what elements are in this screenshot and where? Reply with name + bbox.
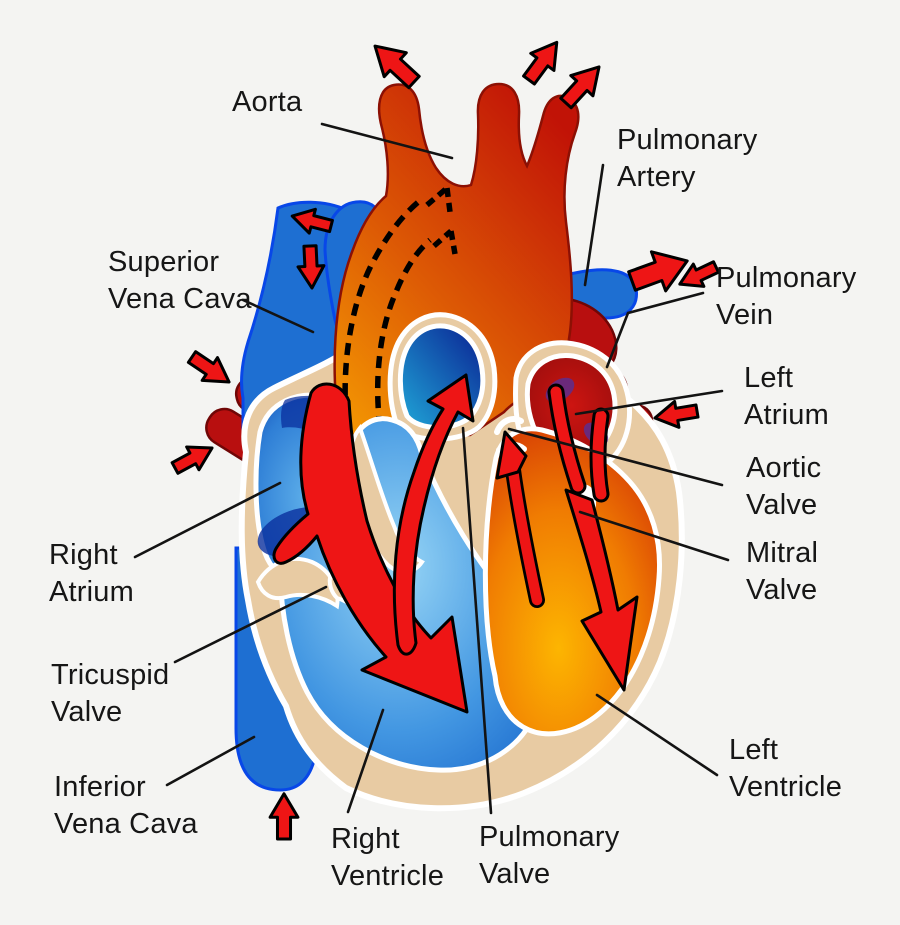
leader-right-atrium — [133, 481, 282, 559]
flow-arrow-lv-to-aorta-head — [495, 430, 528, 480]
leader-pulmonary-vein — [605, 291, 705, 369]
arrow-pv-in-left-lower — [167, 435, 220, 481]
label-aorta: Aorta — [232, 86, 303, 118]
aorta-flow-dashed-arrows — [342, 185, 458, 429]
leader-pulmonary-artery — [583, 163, 605, 287]
leader-superior-vena-cava — [241, 298, 315, 334]
blood-flow-arrows — [272, 373, 639, 714]
flow-arrow-ra-to-rv — [272, 382, 469, 714]
leader-inferior-vena-cava — [165, 735, 256, 787]
arrow-ivc-in-up — [268, 792, 300, 841]
flow-arrow-la-prong-2r — [592, 410, 607, 500]
leader-left-ventricle — [595, 693, 719, 777]
leader-aortic-valve — [507, 427, 724, 487]
leader-tricuspid-valve — [173, 585, 328, 664]
leader-mitral-valve — [578, 510, 730, 562]
leader-right-ventricle — [346, 708, 385, 814]
arrow-pv-in-left-upper — [183, 344, 239, 395]
flow-arrow-lv-to-aorta-shaft-r — [507, 464, 543, 606]
flow-arrow-la-prong-1r — [550, 386, 584, 492]
leader-aorta — [320, 122, 454, 160]
arrow-pv-in-right-lower — [651, 396, 701, 433]
flow-arrow-rv-to-pt — [392, 373, 475, 656]
leader-lines — [133, 122, 730, 815]
leader-pulmonary-valve — [461, 426, 493, 815]
arrow-aorta-out-mid — [516, 32, 570, 90]
leader-left-atrium — [574, 389, 724, 416]
flow-arrow-la-to-lv — [564, 488, 639, 692]
